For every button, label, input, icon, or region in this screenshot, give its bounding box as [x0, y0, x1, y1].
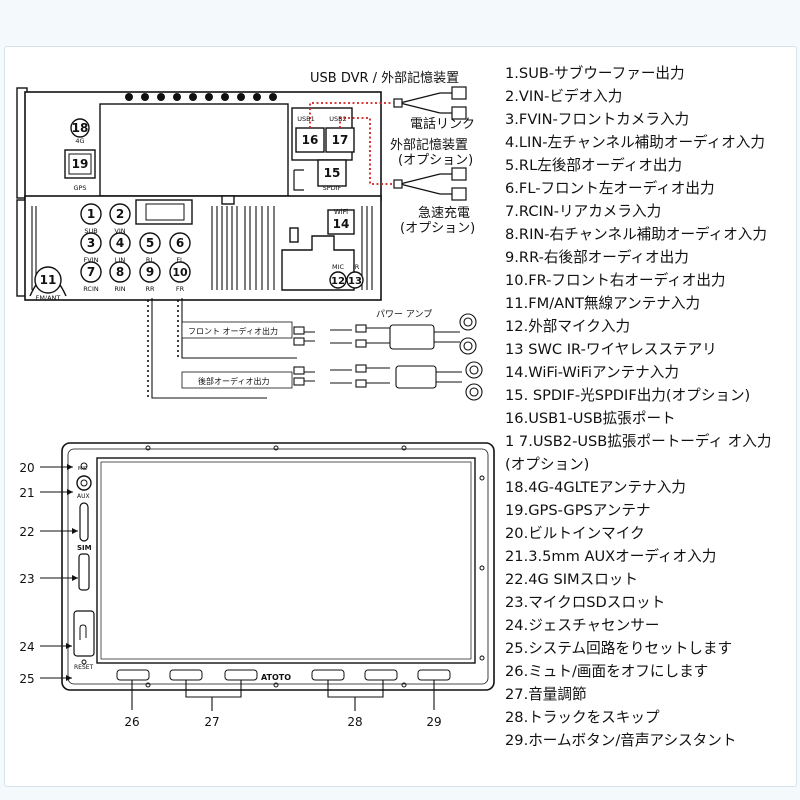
phone-link-label: 電話リンク: [410, 116, 475, 132]
connector-10-code: FR: [176, 285, 185, 293]
connector-14-number: 14: [333, 217, 350, 231]
fast-charge-label: 急速充電: [418, 205, 470, 221]
sim-label: SIM: [77, 544, 92, 552]
ext-storage-label: 外部記憶装置: [390, 137, 468, 153]
connector-7-number: 7: [87, 265, 95, 279]
connector-6-number: 6: [176, 236, 184, 250]
legend-item: 18.4G-4GLTEアンテナ入力: [505, 479, 686, 496]
legend-item: 28.トラックをスキップ: [505, 709, 660, 726]
wiring-diagram: 18 19 1 2 3 4 5 6 7 8 9 10 11 12 13 14 1…: [16, 70, 495, 729]
legend-item: 1.SUB-サブウーファー出力: [505, 65, 685, 82]
connector-9-code: RR: [145, 285, 155, 293]
connector-11-number: 11: [40, 273, 57, 287]
connector-12-number: 12: [331, 276, 345, 287]
connector-4-number: 4: [116, 236, 124, 250]
legend-item: 13 SWC IR-ワイヤレスステアリ: [505, 341, 717, 358]
connector-2-number: 2: [116, 207, 124, 221]
connector-18-code: 4G: [75, 137, 84, 145]
front-mic-label: MIC: [78, 466, 88, 472]
connector-17-number: 17: [332, 133, 349, 147]
legend-item: 26.ミュト/画面をオフにします: [505, 663, 709, 680]
connector-16-code: USB1: [297, 115, 314, 123]
connector-2-code: VIN: [114, 227, 125, 235]
connector-12-code: MIC: [332, 263, 345, 271]
legend-item: 25.システム回路をりセットします: [505, 640, 733, 657]
legend-item: 2.VIN-ビデオ入力: [505, 88, 623, 105]
connector-8-code: RIN: [114, 285, 125, 293]
connector-5-number: 5: [146, 236, 154, 250]
legend-item: (オプション): [505, 456, 590, 473]
legend-item: 15. SPDIF-光SPDIF出力(オプション): [505, 387, 751, 404]
callout-29: 29: [426, 715, 441, 729]
connector-1-number: 1: [87, 207, 95, 221]
callout-23: 23: [19, 572, 34, 586]
connector-7-code: RCIN: [83, 285, 99, 293]
aux-label: AUX: [77, 493, 90, 500]
fast-charge-option-label: (オプション): [400, 221, 475, 236]
legend-item: 20.ビルトインマイク: [505, 525, 645, 542]
connector-3-number: 3: [87, 236, 95, 250]
callout-24: 24: [19, 640, 34, 654]
legend-item: 22.4G SIMスロット: [505, 571, 638, 588]
connector-9-number: 9: [146, 265, 154, 279]
legend-item: 1 7.USB2-USB拡張ポートーディ オ入力: [505, 433, 772, 450]
legend-item: 3.FVIN-フロントカメラ入力: [505, 111, 690, 128]
legend-item: 6.FL-フロント左オーディオ出力: [505, 180, 715, 197]
legend-item: 12.外部マイク入力: [505, 318, 631, 335]
reset-label: RESET: [74, 664, 94, 671]
legend-item: 11.FM/ANT無線アンテナ入力: [505, 295, 701, 312]
connector-19-number: 19: [72, 157, 89, 171]
callout-21: 21: [19, 486, 34, 500]
legend-item: 19.GPS-GPSアンテナ: [505, 502, 651, 519]
legend-item: 14.WiFi-WiFiアンテナ入力: [505, 364, 679, 381]
connector-8-number: 8: [116, 265, 124, 279]
connector-11-code: FM/ANT: [36, 294, 61, 302]
legend-item: 7.RCIN-リアカメラ入力: [505, 203, 662, 220]
callout-20: 20: [19, 461, 34, 475]
connector-13-number: 13: [348, 276, 362, 287]
connector-19-code: GPS: [73, 184, 86, 192]
legend-item: 5.RL左後部オーディオ出力: [505, 157, 683, 174]
legend-item: 23.マイクロSDスロット: [505, 594, 666, 611]
connector-18-number: 18: [72, 121, 89, 135]
legend-item: 8.RIN-右チャンネル補助オーディオ入力: [505, 226, 767, 243]
connector-1-code: SUB: [84, 227, 97, 235]
legend-item: 29.ホームボタン/音声アシスタント: [505, 732, 737, 749]
connector-16-number: 16: [302, 133, 319, 147]
legend-item: 16.USB1-USB拡張ポート: [505, 410, 676, 427]
callout-25: 25: [19, 672, 34, 686]
callout-27: 27: [204, 715, 219, 729]
ext-storage-option-label: (オプション): [398, 153, 473, 168]
front-audio-out-label: フロント オーディオ出力: [188, 326, 278, 336]
usb-dvr-label: USB DVR / 外部記憶装置: [310, 70, 459, 86]
legend-item: 27.音量調節: [505, 686, 587, 703]
connector-10-number: 10: [172, 266, 188, 279]
connector-5-code: RL: [146, 256, 155, 264]
connector-3-code: FVIN: [84, 256, 99, 264]
connector-15-code: SPDIF: [323, 184, 342, 192]
function-legend: 1.SUB-サブウーファー出力 2.VIN-ビデオ入力 3.FVIN-フロントカ…: [505, 62, 795, 752]
legend-item: 10.FR-フロント右オーディオ出力: [505, 272, 726, 289]
connector-17-code: USB2: [329, 115, 346, 123]
power-amp-label: パワー アンプ: [376, 309, 432, 320]
callout-28: 28: [347, 715, 362, 729]
connector-14-code: WiFi: [334, 208, 348, 216]
legend-item: 24.ジェスチャセンサー: [505, 617, 660, 634]
callout-26: 26: [124, 715, 139, 729]
connector-13-code: IR: [353, 263, 360, 271]
connector-6-code: FL: [176, 256, 184, 264]
connector-15-number: 15: [324, 166, 341, 180]
legend-item: 4.LIN-左チャンネル補助オーディオ入力: [505, 134, 765, 151]
legend-item: 21.3.5mm AUXオーディオ入力: [505, 548, 717, 565]
callout-22: 22: [19, 525, 34, 539]
connector-4-code: LIN: [115, 256, 126, 264]
legend-item: 9.RR-右後部オーディオ出力: [505, 249, 689, 266]
rear-audio-out-label: 後部オーディオ出力: [198, 376, 269, 386]
brand-logo: ATOTO: [261, 673, 291, 682]
